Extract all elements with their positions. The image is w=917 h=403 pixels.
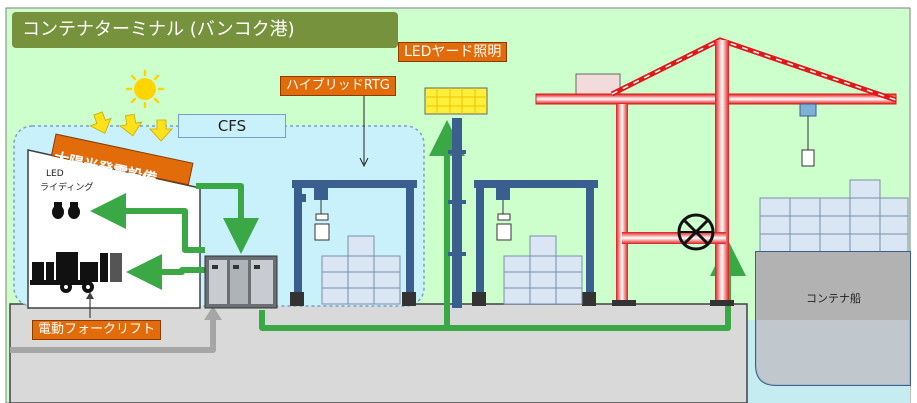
regeneration-wheel-icon [677,213,715,251]
container-stack-1 [321,235,401,305]
led-lighting-label: LED ライディング [40,169,93,194]
ship-label: コンテナ船 [806,290,861,306]
led-lighting-line1: LED [46,169,64,179]
hybrid-rtg-pointer [359,96,369,168]
container-ship [755,179,911,386]
led-bulb-icon [52,202,80,219]
cfs-label: CFS [178,114,286,138]
grid-feed-line [10,318,216,353]
quay [9,303,748,403]
forklift-text: 電動フォークリフト [38,322,156,337]
led-yard-label: LEDヤード照明 [398,42,508,62]
led-light-tower [424,87,488,308]
sun-icon [125,69,165,109]
rtg-crane-2 [472,180,598,306]
led-yard-text: LEDヤード照明 [404,44,502,60]
rtg-crane-1 [290,180,417,306]
solar-panel-label-bar [50,133,194,186]
forklift-link-arrowhead [86,292,94,299]
battery-unit [204,255,278,309]
title-bar: コンテナターミナル (バンコク港) [12,12,398,48]
hybrid-rtg-text: ハイブリッドRTG [286,78,390,93]
cfs-text: CFS [217,117,247,135]
led-lighting-line2: ライディング [40,183,94,193]
sunlight-arrows-icon [89,111,173,142]
forklift-label: 電動フォークリフト [32,320,162,340]
page-title: コンテナターミナル (バンコク港) [22,19,295,40]
grid-feed-arrowhead [204,306,222,320]
ship-text: コンテナ船 [806,292,861,305]
hybrid-rtg-label: ハイブリッドRTG [280,76,396,96]
forklift-icon [30,252,122,293]
container-stack-2 [503,235,583,305]
